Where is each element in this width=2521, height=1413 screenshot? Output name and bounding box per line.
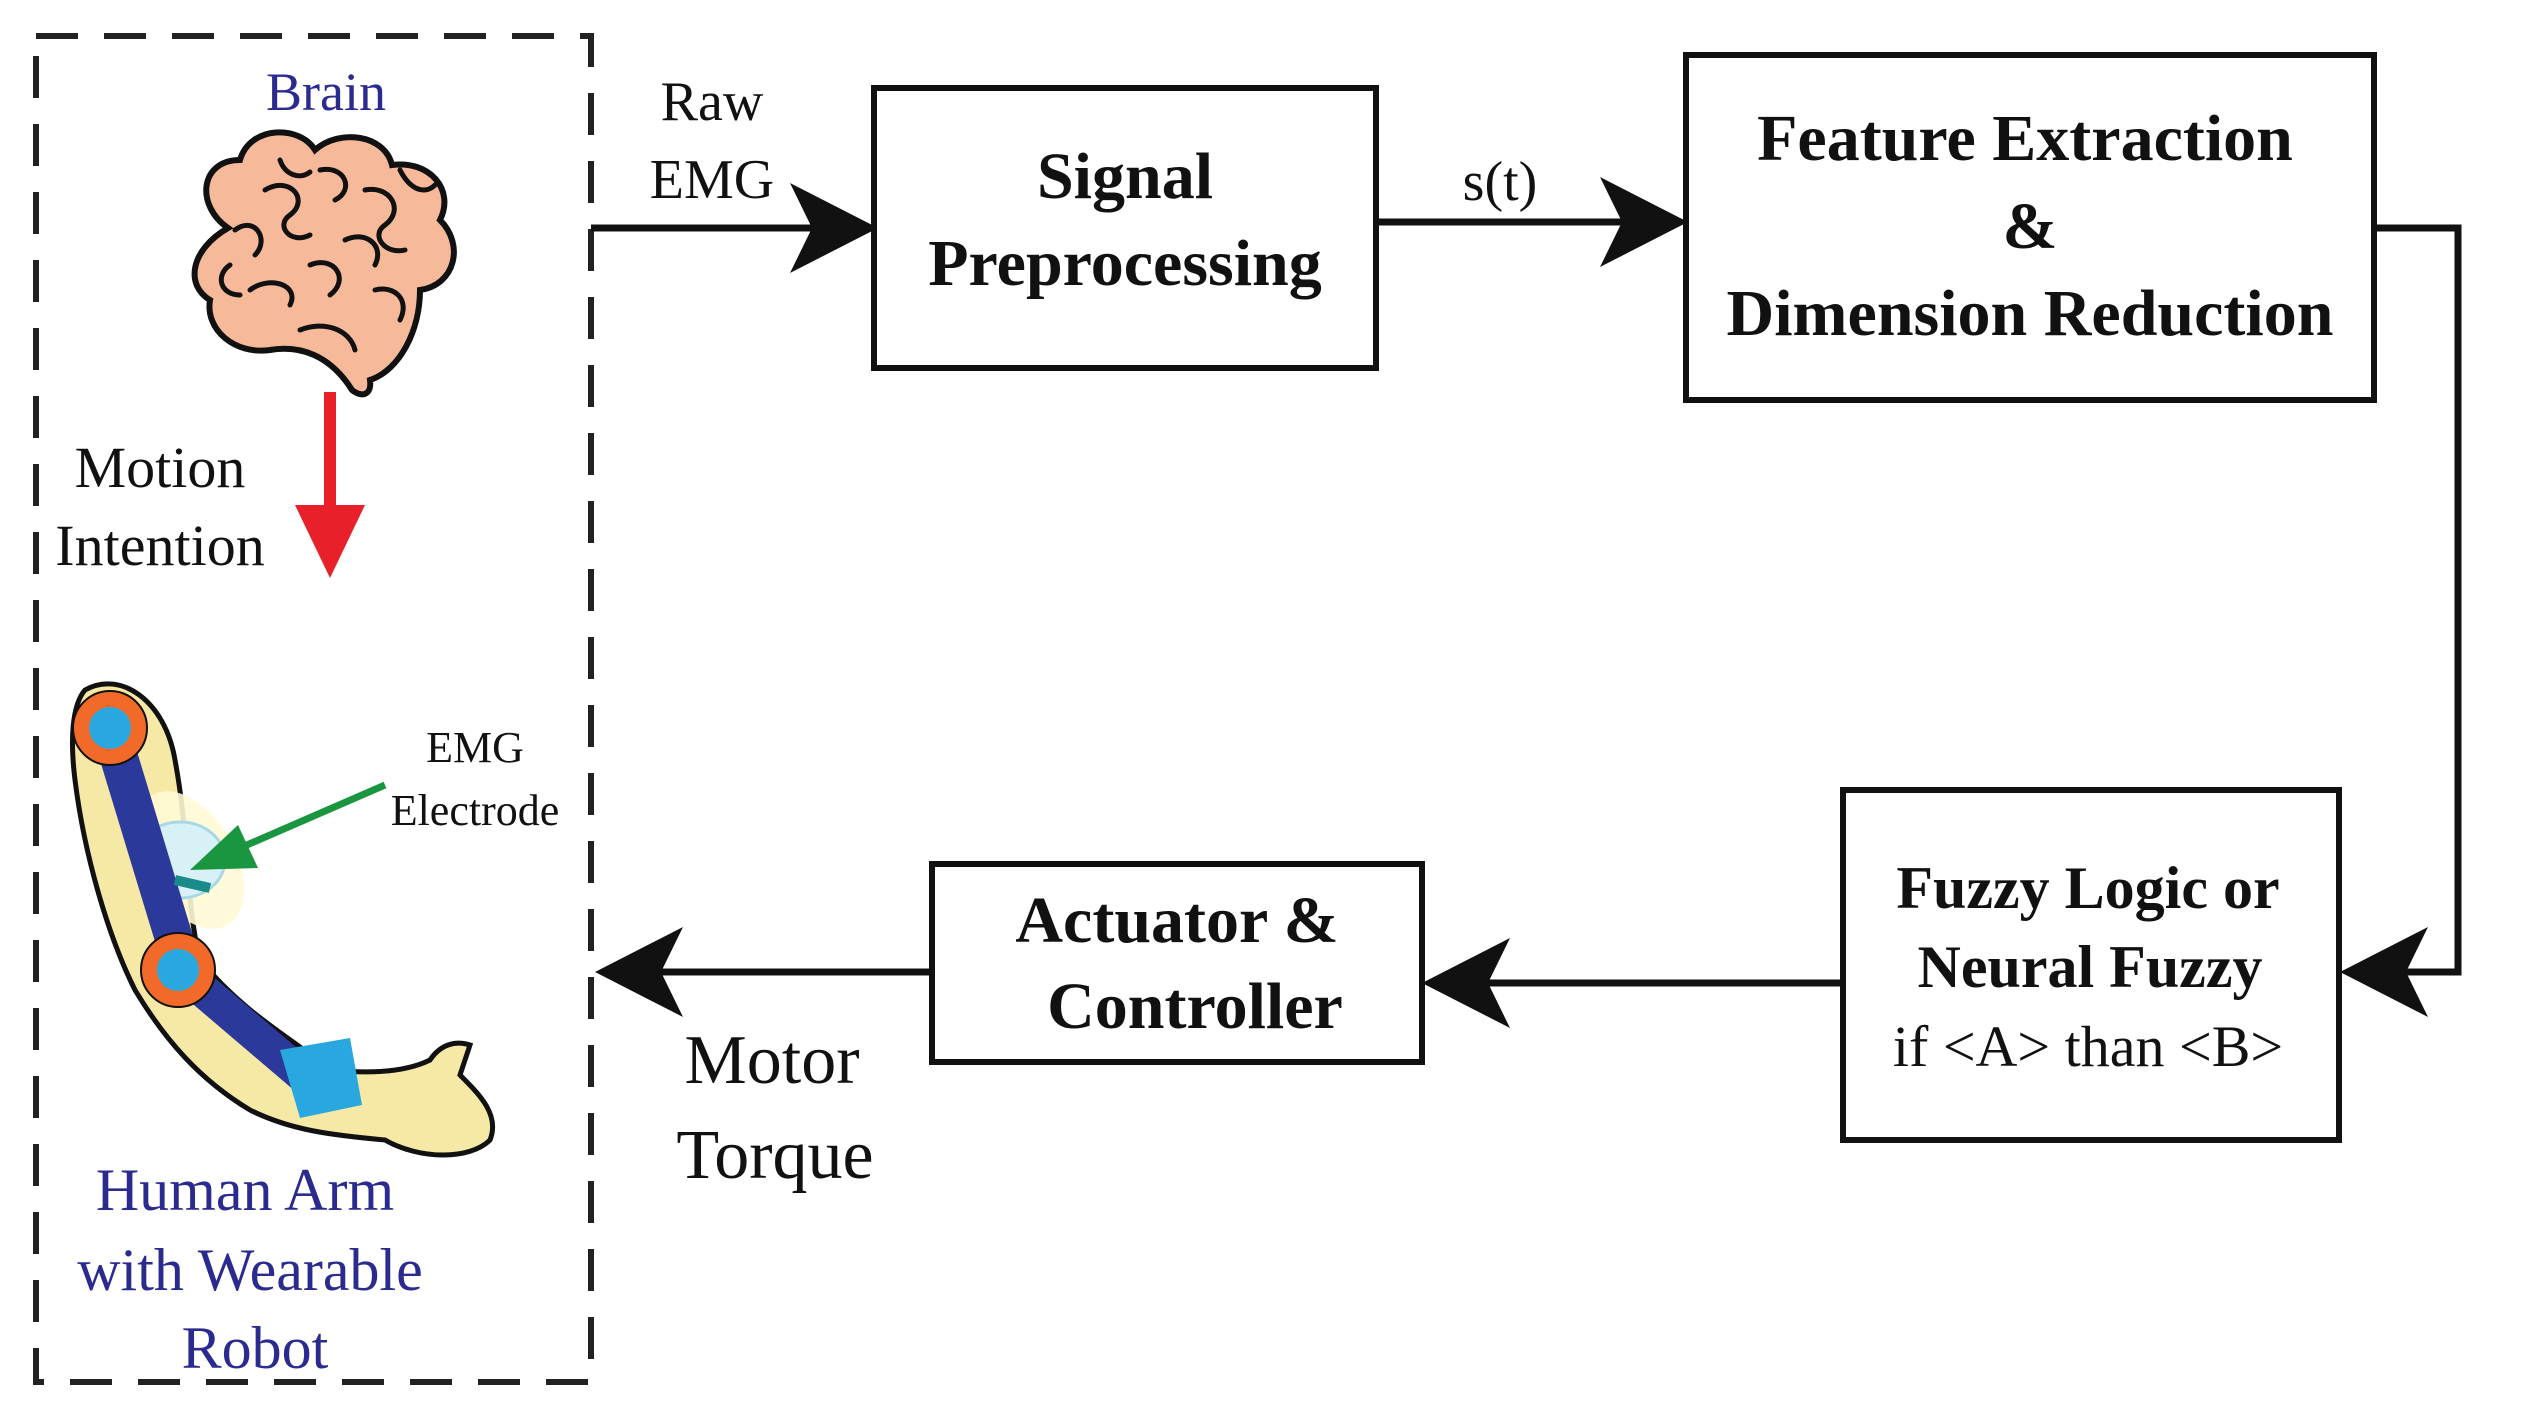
feature-to-fuzzy-arrow <box>2340 224 2462 1017</box>
signal-preprocessing-line2: Preprocessing <box>928 227 1322 300</box>
fuzzy-to-actuator-arrow <box>1422 938 1843 1028</box>
human-panel-frame <box>33 33 594 1385</box>
raw-emg-arrow <box>591 183 878 273</box>
brain-label: Brain <box>266 62 386 122</box>
motor-torque-label-line1: Motor <box>685 1022 860 1099</box>
human-arm-icon <box>69 681 496 1158</box>
electrode-arrow <box>190 781 387 870</box>
electrode-label-line1: EMG <box>426 723 524 772</box>
actuator-controller-block: Actuator & Controller <box>929 861 1425 1065</box>
fuzzy-logic-line2: Neural Fuzzy <box>1918 934 2263 1000</box>
signal-preprocessing-block: Signal Preprocessing <box>871 85 1379 371</box>
motion-intention-label-line1: Motion <box>75 435 246 500</box>
fuzzy-rule-text: if <A> than <B> <box>1893 1014 2283 1079</box>
motion-intention-label-line2: Intention <box>55 513 264 578</box>
motor-torque-label-line2: Torque <box>676 1117 873 1194</box>
feature-extraction-block: Feature Extraction & Dimension Reduction <box>1683 52 2377 403</box>
brain-icon <box>191 129 457 398</box>
arm-label-line2: with Wearable <box>77 1237 423 1303</box>
arm-label-line1: Human Arm <box>96 1157 394 1223</box>
motor-torque-arrow <box>595 927 932 1017</box>
fuzzy-logic-block: Fuzzy Logic or Neural Fuzzy if <A> than … <box>1840 787 2342 1143</box>
signal-label: s(t) <box>1463 151 1538 213</box>
feature-extraction-line1: Feature Extraction <box>1757 102 2293 175</box>
feature-extraction-line3: Dimension Reduction <box>1727 277 2334 350</box>
feature-extraction-line2: & <box>2003 190 2058 263</box>
motion-intention-arrow <box>295 392 365 578</box>
arm-label-line3: Robot <box>182 1315 329 1381</box>
actuator-line2: Controller <box>1047 970 1343 1043</box>
fuzzy-logic-line1: Fuzzy Logic or <box>1896 855 2279 921</box>
signal-arrow <box>1376 177 1688 267</box>
signal-preprocessing-line1: Signal <box>1037 140 1213 213</box>
raw-emg-label-line1: Raw <box>661 71 764 133</box>
actuator-line1: Actuator & <box>1015 884 1338 957</box>
electrode-label-line2: Electrode <box>391 786 560 835</box>
raw-emg-label-line2: EMG <box>650 149 774 211</box>
